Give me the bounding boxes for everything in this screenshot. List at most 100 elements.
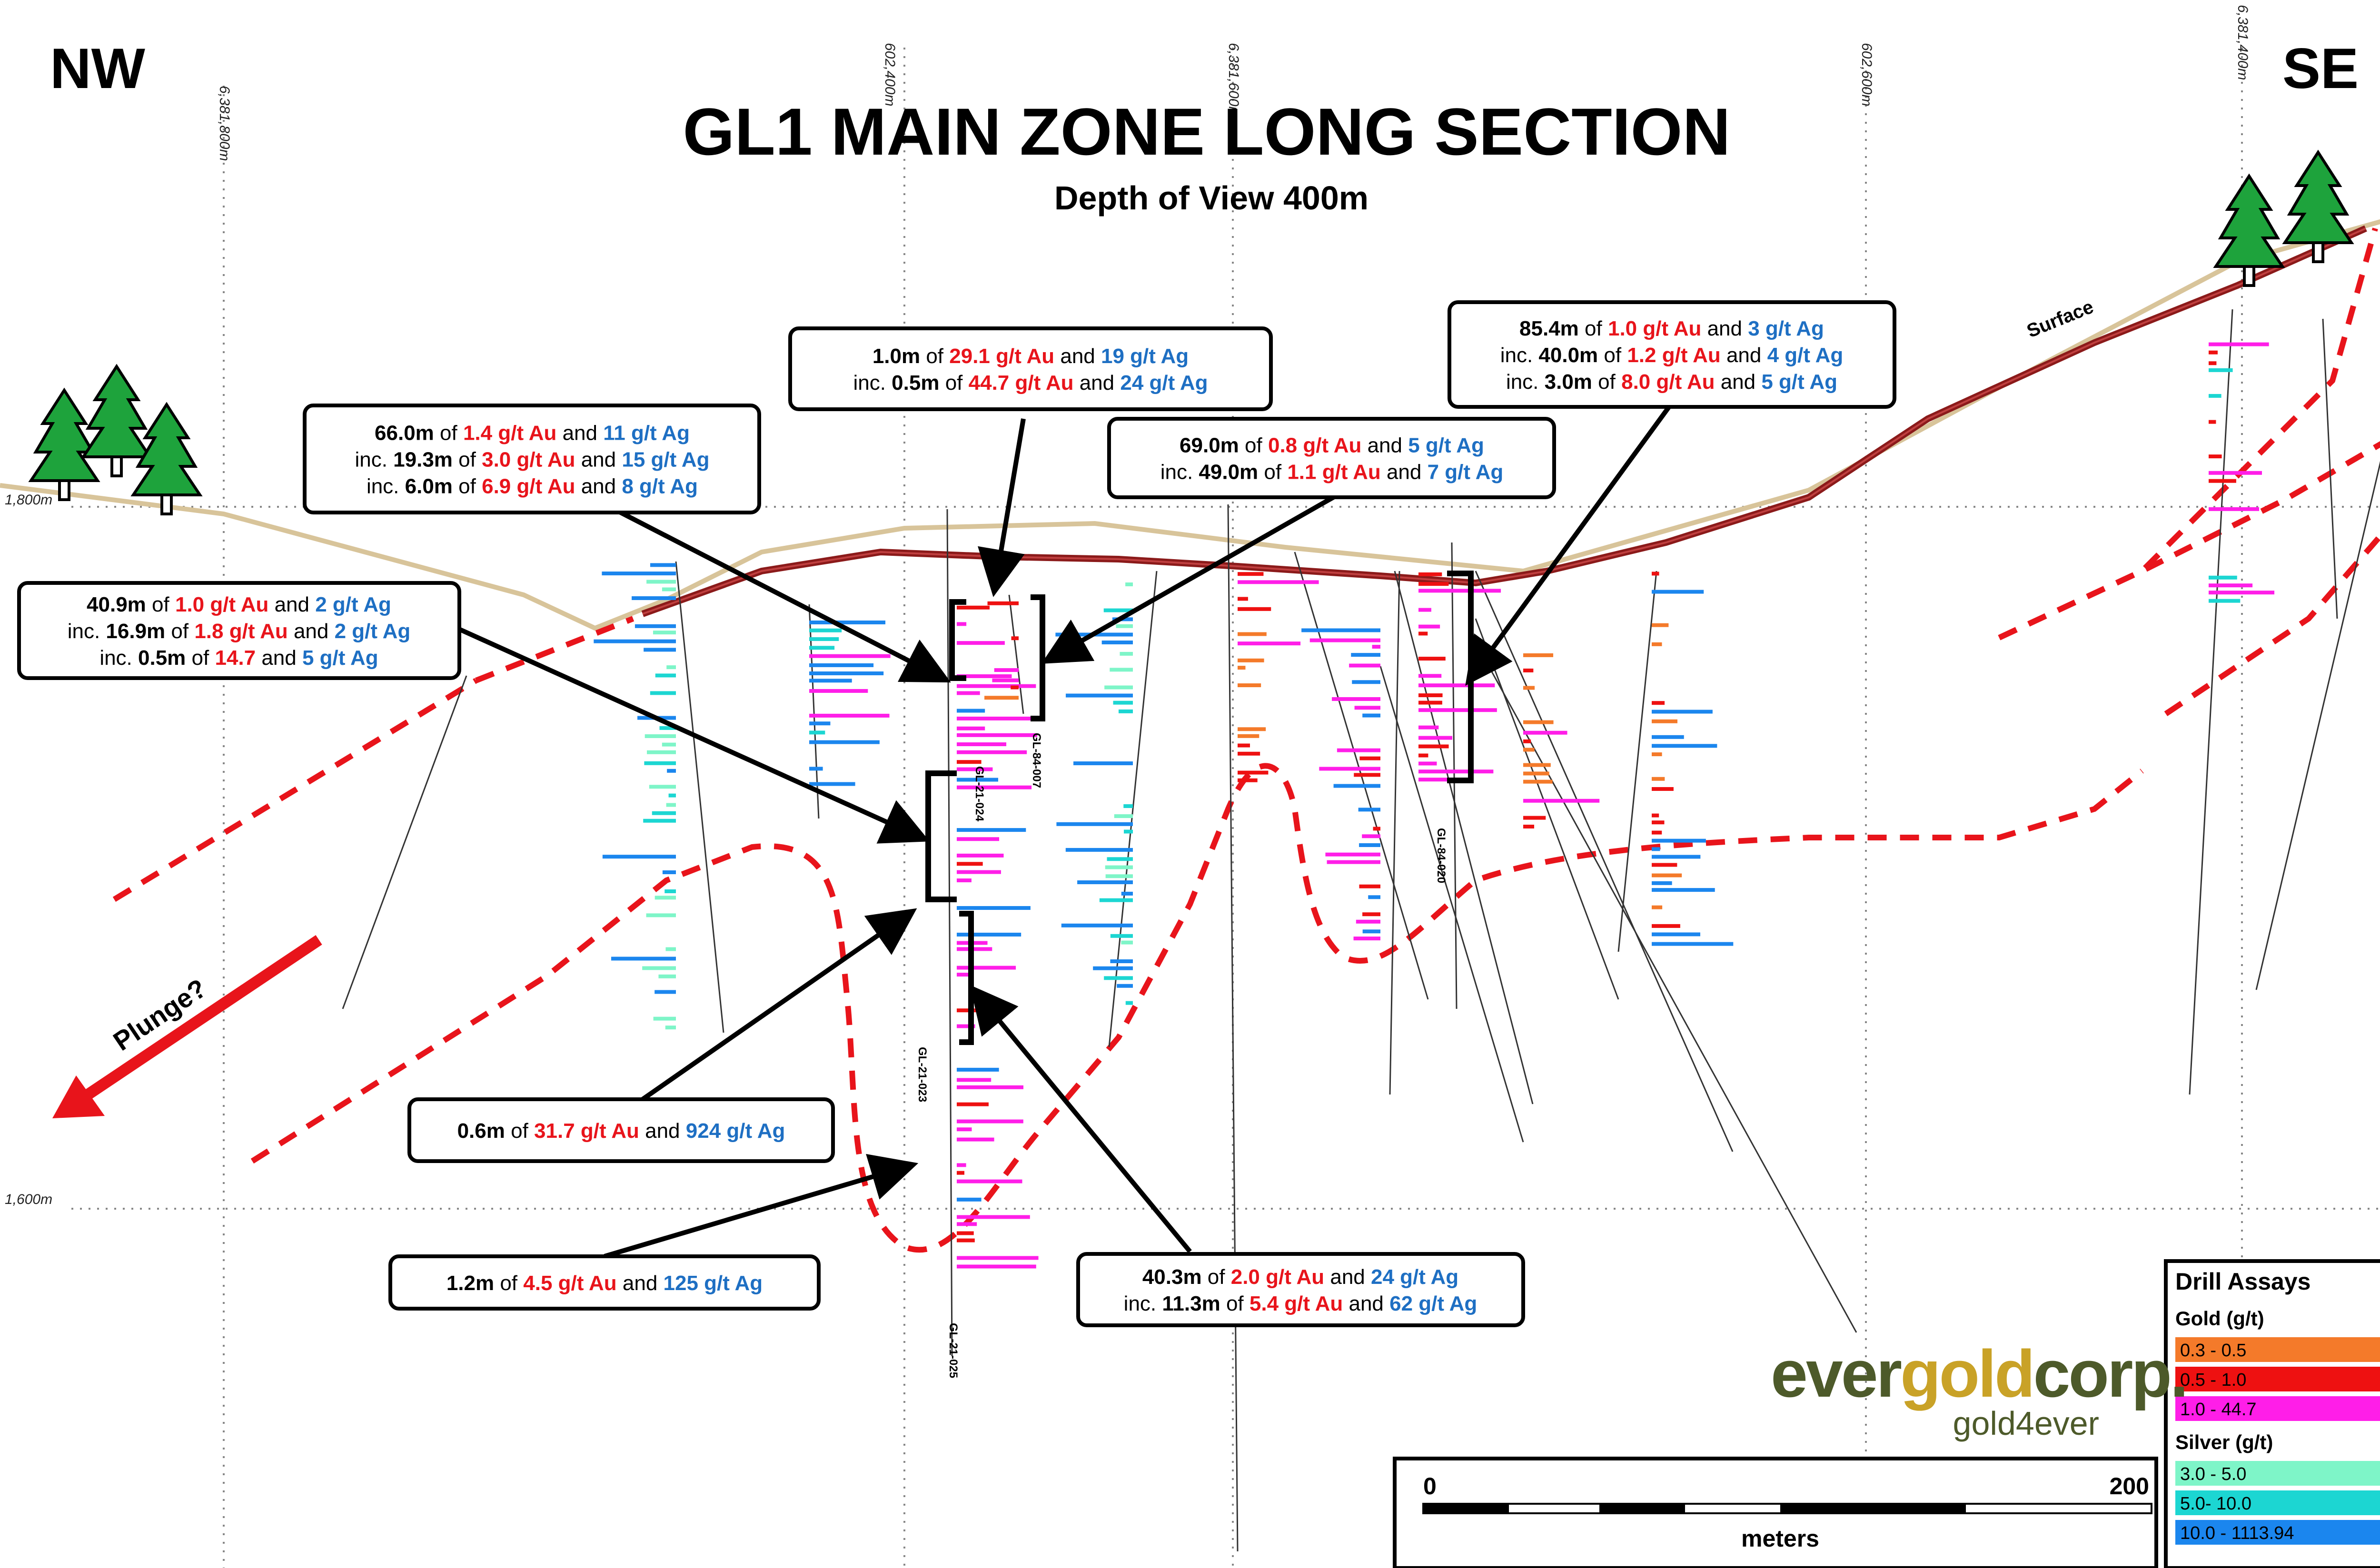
assay-bar xyxy=(662,870,676,875)
assay-bar xyxy=(1103,608,1133,612)
assay-bar xyxy=(653,631,676,635)
assay-bar xyxy=(1238,778,1258,782)
assay-bar xyxy=(1362,713,1380,718)
legend-range: 1.0 - 44.7 xyxy=(2180,1400,2257,1420)
assay-bar xyxy=(1652,873,1682,878)
scale-unit: meters xyxy=(1741,1525,1819,1552)
assay-bar xyxy=(809,620,886,624)
callout-line: inc. 49.0m of 1.1 g/t Au and 7 g/t Ag xyxy=(1160,461,1504,484)
assay-bar xyxy=(647,750,676,754)
assay-bar xyxy=(957,684,1036,688)
assay-bar xyxy=(957,716,1034,720)
callout-segment: and xyxy=(1324,1265,1371,1289)
callout-segment: 6.0m xyxy=(405,475,453,498)
callout-segment: 24 g/t Ag xyxy=(1120,371,1208,394)
callout-segment: of xyxy=(494,1272,523,1295)
assay-bar xyxy=(1652,905,1663,909)
callout-segment: of xyxy=(1598,344,1627,367)
assay-bar xyxy=(957,1085,1024,1089)
assay-bar xyxy=(1238,597,1248,601)
callout-segment: 3.0m xyxy=(1545,370,1592,394)
assay-bar xyxy=(1418,608,1431,612)
callout-segment: 0.5m xyxy=(138,646,186,670)
assay-bar xyxy=(809,782,855,786)
callout-segment: 1.0 g/t Au xyxy=(1608,317,1701,340)
callout-segment: 11.3m xyxy=(1162,1292,1220,1315)
assay-bar xyxy=(665,1026,676,1030)
assay-bar xyxy=(2209,471,2262,475)
scale-start: 0 xyxy=(1423,1473,1437,1499)
assay-bar xyxy=(662,742,676,747)
callout-segment: 16.9m xyxy=(106,620,165,643)
assay-bar xyxy=(644,648,676,652)
assay-bar xyxy=(957,760,982,764)
assay-bar xyxy=(2209,507,2260,511)
assay-bar xyxy=(984,696,1019,700)
assay-bar xyxy=(1105,865,1133,869)
assay-bar xyxy=(664,889,676,893)
assay-bar xyxy=(2209,479,2236,483)
callout-segment: and xyxy=(1715,370,1761,394)
assay-bar xyxy=(1418,589,1501,593)
legend-gold-label: Gold (g/t) xyxy=(2175,1307,2264,1330)
assay-bar xyxy=(957,853,1004,858)
callout-line: inc. 19.3m of 3.0 g/t Au and 15 g/t Ag xyxy=(355,448,709,472)
assay-bar xyxy=(809,713,890,718)
callout-line: inc. 6.0m of 6.9 g/t Au and 8 g/t Ag xyxy=(367,475,698,498)
callout-segment: of xyxy=(453,448,482,472)
callout-segment: and xyxy=(1361,434,1408,457)
assay-bar xyxy=(957,742,1007,747)
assay-bar xyxy=(809,767,823,771)
assay-bar xyxy=(957,1231,974,1235)
assay-bar xyxy=(1359,884,1380,888)
assay-bar xyxy=(957,750,1027,754)
logo-ever: ever xyxy=(1771,1336,1902,1411)
assay-bar xyxy=(1523,771,1549,776)
assay-bar xyxy=(957,1137,994,1142)
grid xyxy=(71,48,2380,1568)
assay-bar xyxy=(809,637,839,641)
legend-range: 10.0 - 1113.94 xyxy=(2180,1523,2294,1543)
callout-segment: 1.0 g/t Au xyxy=(175,593,268,616)
assay-bar xyxy=(2209,591,2275,595)
grid-label-x2: 6,381,600m xyxy=(1226,43,1241,118)
assay-bar xyxy=(1104,685,1133,690)
callout-line: inc. 40.0m of 1.2 g/t Au and 4 g/t Ag xyxy=(1500,344,1844,367)
assay-bar xyxy=(1238,572,1264,576)
assay-bar xyxy=(957,1024,975,1028)
assay-bar xyxy=(1123,804,1133,808)
assay-bar xyxy=(1121,940,1133,945)
assay-bar xyxy=(957,906,1031,910)
assay-bar xyxy=(645,734,676,738)
callout-segment: of xyxy=(1220,1292,1250,1315)
assay-bar xyxy=(1113,700,1133,705)
assay-bar xyxy=(1418,624,1440,629)
assay-bar xyxy=(809,654,891,658)
assay-bar xyxy=(666,803,676,807)
assay-bar xyxy=(1093,966,1133,970)
assay-bar xyxy=(1652,572,1659,576)
legend-swatch xyxy=(2175,1520,2380,1545)
assay-bar xyxy=(2209,575,2237,580)
callout-segment: 0.5m xyxy=(892,371,939,394)
assay-bar xyxy=(1238,743,1250,748)
assay-bar xyxy=(1523,779,1553,784)
page-title: GL1 MAIN ZONE LONG SECTION xyxy=(683,94,1730,169)
assay-bar xyxy=(957,932,1021,937)
callout-segment: of xyxy=(1202,1265,1231,1289)
assay-bar xyxy=(1652,701,1665,705)
assay-bar xyxy=(1652,924,1680,928)
assay-bar xyxy=(668,793,676,798)
assay-bar xyxy=(1362,912,1380,917)
callout-segment: and xyxy=(268,593,315,616)
hole-labels: GL-21-024 GL-84-007 GL-84-020 GL-21-023 … xyxy=(916,733,1448,1378)
callout-line: 85.4m of 1.0 g/t Au and 3 g/t Ag xyxy=(1519,317,1824,340)
assay-bar xyxy=(667,769,676,773)
assay-bar xyxy=(644,761,676,765)
assay-bar xyxy=(1238,632,1267,636)
callout-segment: of xyxy=(186,646,215,670)
callout-segment: 125 g/t Ag xyxy=(664,1272,763,1295)
assay-bar xyxy=(809,721,831,726)
